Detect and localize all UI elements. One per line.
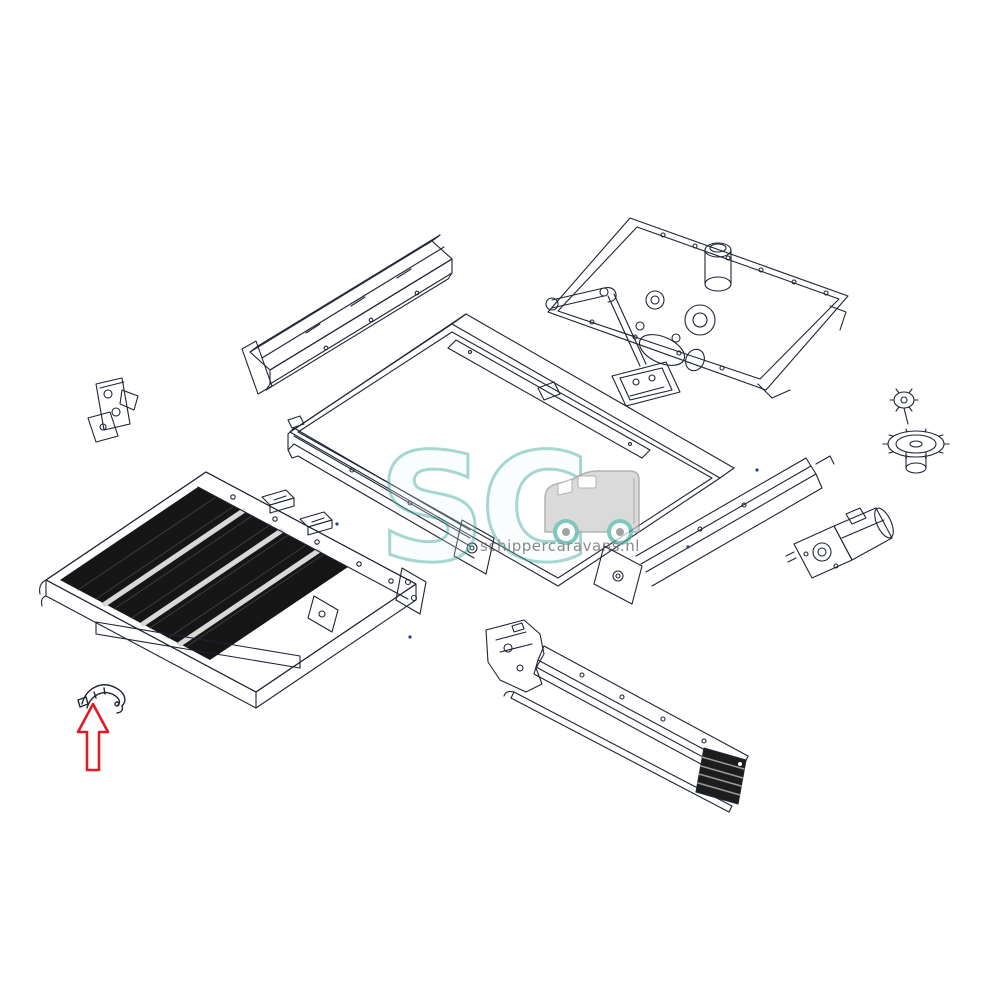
drive-motor (785, 507, 894, 579)
motorhome-logo-icon (544, 470, 640, 545)
retainer-strap (77, 684, 126, 714)
slide-rail-right (593, 455, 835, 605)
front-rail-assembly (485, 619, 749, 813)
bolt-marks (335, 468, 759, 639)
hinge-bracket (87, 377, 139, 443)
slide-rail-left (287, 415, 495, 575)
mounting-clips (261, 489, 333, 536)
watermark: SC schippercaravans.nl (377, 421, 640, 598)
mounting-plate-assembly (545, 217, 849, 407)
highlight-arrow-icon (76, 702, 110, 772)
guide-rail-upper-left (241, 234, 453, 395)
step-cover-panel (289, 313, 735, 587)
step-platform (39, 471, 427, 709)
diagram-linework (39, 217, 950, 813)
bevel-gear-set (882, 388, 950, 474)
watermark-url-text: schippercaravans.nl (480, 537, 640, 555)
